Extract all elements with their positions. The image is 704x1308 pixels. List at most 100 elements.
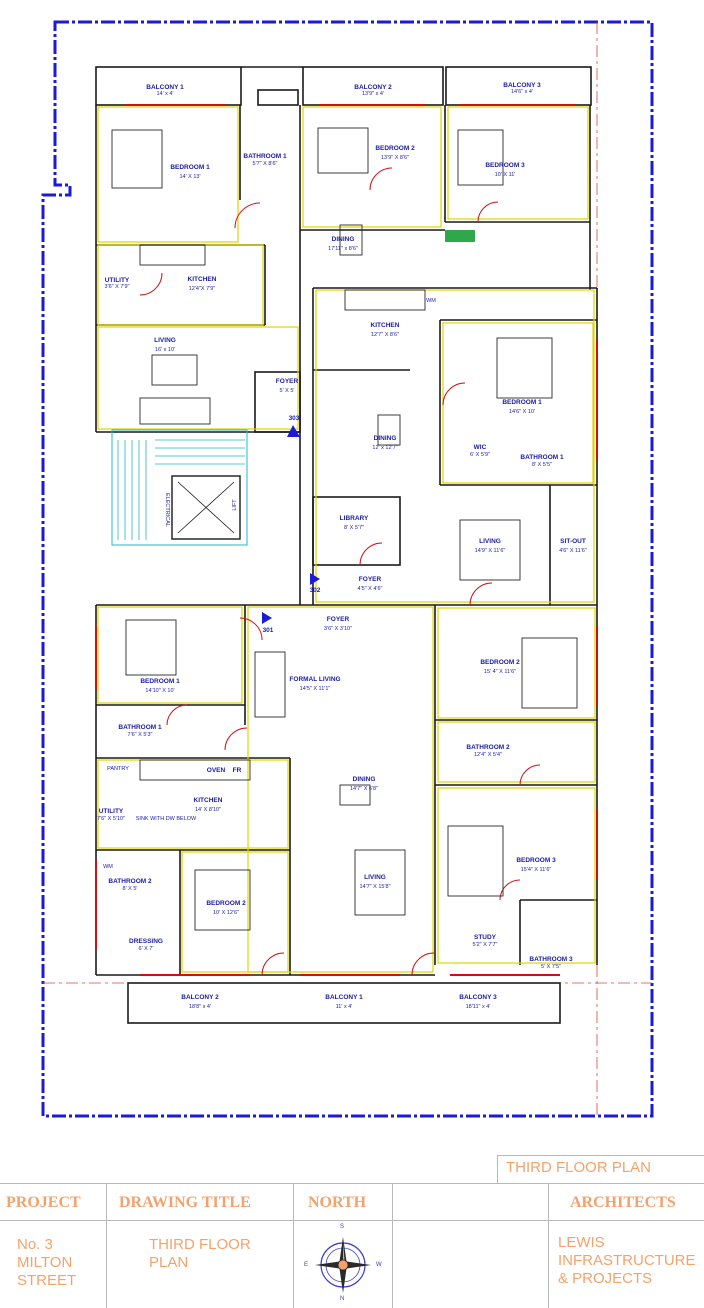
room-dim: 8' X 5'5": [532, 462, 552, 468]
washing-machine-label: WM: [426, 298, 436, 304]
room-name: BEDROOM 1: [502, 399, 542, 406]
room-dim: 4'5" X 4'6": [358, 586, 383, 592]
room-dim: 18'8" x 4': [189, 1004, 211, 1010]
apt-302-number: 302: [310, 587, 321, 594]
compass-letter: N: [340, 1296, 345, 1302]
apartment-301-room-outlines: [97, 606, 434, 973]
room-name: BATHROOM 3: [529, 956, 573, 963]
room-dim: 14' X 8'10": [195, 807, 221, 813]
fridge-label: FR: [233, 767, 242, 774]
room-name: UTILITY: [105, 277, 130, 284]
room-name: LIBRARY: [340, 515, 369, 522]
room-dim: 5' X 5': [280, 388, 295, 394]
room-name: BEDROOM 1: [140, 678, 180, 685]
room-name: FOYER: [359, 576, 382, 583]
room-name: BALCONY 3: [503, 82, 541, 89]
room-dim: 10' X 12'6": [213, 910, 239, 916]
room-dim: 12'4" X 5'4": [474, 752, 502, 758]
room-name: KITCHEN: [371, 322, 400, 329]
sink-label: SINK WITH DW BELOW: [136, 816, 197, 822]
room-name: LIVING: [479, 538, 501, 545]
project-value: No. 3 MILTON STREET: [17, 1236, 76, 1290]
room-dim: 7'6" X 5'10": [97, 816, 125, 822]
room-dim: 14'6" X 10': [509, 409, 535, 415]
room-dim: 17'11" x 8'6": [328, 246, 358, 252]
tb-rule-header: [0, 1220, 704, 1221]
room-dim: 3'6" X 3'10": [324, 626, 352, 632]
architects-line-2: INFRASTRUCTURE: [558, 1252, 696, 1269]
property-boundary: [41, 20, 654, 1118]
room-name: DINING: [374, 435, 397, 442]
room-name: DINING: [353, 776, 376, 783]
sheet-title-box-left: [497, 1155, 498, 1183]
room-name: UTILITY: [99, 808, 124, 815]
room-dim: 4'6" X 11'6": [559, 548, 587, 554]
room-dim: 5'2" X 7'7": [473, 942, 498, 948]
room-name: LIVING: [154, 337, 176, 344]
room-name: BEDROOM 1: [170, 164, 210, 171]
architects-header: ARCHITECTS: [570, 1194, 676, 1211]
entry-markers: [262, 425, 320, 624]
compass-letter: E: [304, 1262, 309, 1268]
electrical-label: ELECTRICAL: [164, 493, 170, 527]
room-dim: 15'4" X 11'6": [521, 867, 552, 873]
room-labels: BALCONY 1 14' x 4' BALCONY 2 13'9" x 4' …: [97, 82, 587, 1010]
room-dim: 8' X 5'7": [344, 525, 364, 531]
sheet-title: THIRD FLOOR PLAN: [506, 1159, 652, 1176]
tb-col-1: [106, 1183, 107, 1308]
room-dim: 12'7" X 8'6": [371, 332, 399, 338]
room-name: BATHROOM 1: [243, 153, 287, 160]
room-dim: 5'7" X 8'6": [253, 161, 278, 167]
room-name: BALCONY 3: [459, 994, 497, 1001]
room-name: BATHROOM 1: [118, 724, 162, 731]
architects-value: LEWIS INFRASTRUCTURE & PROJECTS: [558, 1234, 696, 1288]
room-dim: 14'6" x 4': [511, 89, 533, 95]
room-dim: 7'6" X 5'3": [128, 732, 153, 738]
lift-label: LIFT: [232, 499, 238, 511]
room-dim: 6' X 7': [139, 946, 154, 952]
sheet-title-box-top: [497, 1155, 704, 1156]
tb-col-4: [548, 1183, 549, 1308]
room-dim: 14'9" X 11'6": [475, 548, 506, 554]
room-name: BALCONY 1: [146, 84, 184, 91]
stair-core: [111, 429, 248, 546]
project-header: PROJECT: [6, 1194, 81, 1211]
room-name: KITCHEN: [194, 797, 223, 804]
room-name: BALCONY 2: [354, 84, 392, 91]
compass-icon: [315, 1237, 371, 1293]
pantry-label: PANTRY: [107, 766, 129, 772]
apt-301-number: 301: [263, 627, 274, 634]
room-dim: 8' X 5': [123, 886, 138, 892]
room-name: DRESSING: [129, 938, 163, 945]
room-name: BEDROOM 2: [375, 145, 415, 152]
room-dim: 14' X 13': [179, 174, 200, 180]
room-dim: 14'7" X 15'8": [359, 884, 390, 890]
oven-label: OVEN: [207, 767, 226, 774]
room-dim: 13'9" X 8'6": [381, 155, 409, 161]
room-dim: 6' X 5'9": [470, 452, 490, 458]
room-name: WIC: [474, 444, 487, 451]
room-name: BEDROOM 3: [516, 857, 556, 864]
room-name: STUDY: [474, 934, 497, 941]
room-dim: 12'4"X 7'9": [189, 286, 216, 292]
room-dim: 15' 4" X 11'6": [484, 669, 516, 675]
room-name: FOYER: [327, 616, 350, 623]
room-dim: 16' x 10': [155, 347, 175, 353]
room-name: BATHROOM 2: [108, 878, 152, 885]
drawing-title-header: DRAWING TITLE: [119, 1194, 251, 1211]
room-name: BEDROOM 3: [485, 162, 525, 169]
north-header: NORTH: [308, 1194, 367, 1211]
room-dim: 10' X 11': [495, 172, 516, 178]
room-dim: 11' x 4': [336, 1004, 353, 1010]
architects-line-3: & PROJECTS: [558, 1270, 653, 1287]
room-dim: 5' X 7'5": [541, 964, 561, 970]
room-name: SIT-OUT: [560, 538, 586, 545]
room-name: BEDROOM 2: [480, 659, 520, 666]
tb-rule-top: [0, 1183, 704, 1184]
room-dim: 12' x 12'7": [372, 445, 397, 451]
project-line-1: No. 3: [17, 1236, 53, 1253]
project-line-2: MILTON: [17, 1254, 73, 1271]
compass-letter: S: [340, 1224, 345, 1230]
room-dim: 18'11" x 4': [466, 1004, 491, 1010]
apartment-303-room-outlines: [97, 106, 589, 430]
